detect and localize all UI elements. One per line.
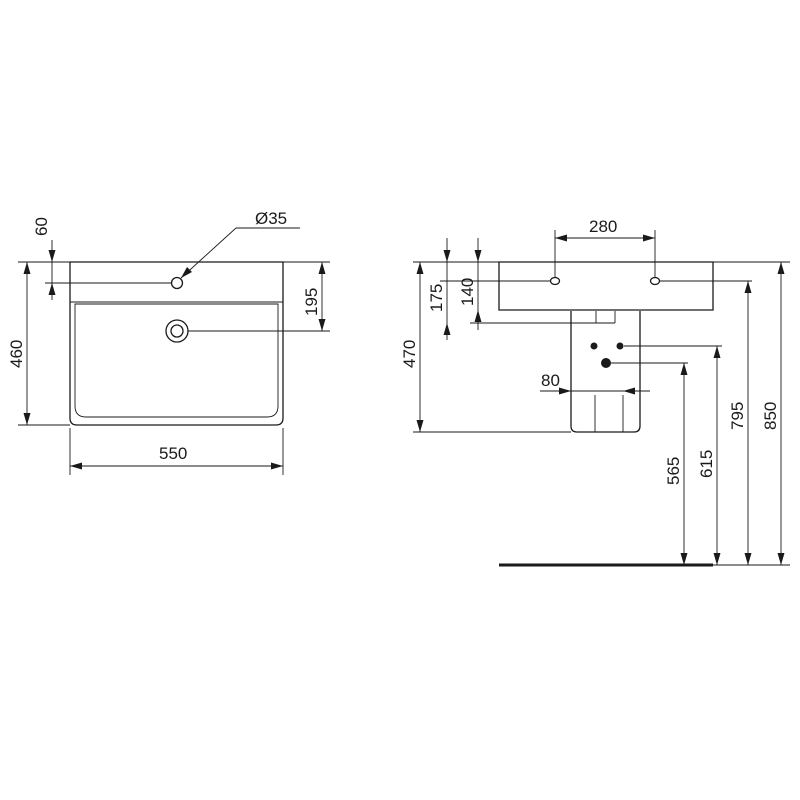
dim-795-label: 795 — [728, 402, 747, 430]
basin-outline — [69, 261, 284, 426]
inner-bowl — [74, 303, 279, 418]
pedestal — [570, 311, 641, 433]
tap-hole-right — [649, 276, 661, 286]
dim-795: 795 — [728, 281, 752, 565]
dim-460: 460 — [7, 262, 31, 425]
tap-hole-left — [549, 276, 561, 286]
dim-175: 175 — [427, 238, 451, 340]
dim-615-label: 615 — [697, 450, 716, 478]
dim-80: 80 — [540, 371, 650, 395]
dim-550-label: 550 — [159, 444, 187, 463]
dim-615: 615 — [697, 346, 721, 565]
basin-side-view — [498, 261, 714, 567]
dim-140: 140 — [458, 238, 482, 330]
dim-850: 850 — [761, 262, 785, 565]
dim-140-label: 140 — [458, 278, 477, 306]
outlet-hole-left — [590, 342, 598, 350]
dim-195: 195 — [302, 262, 326, 331]
dim-60-label: 60 — [32, 217, 51, 236]
dim-550: 550 — [70, 444, 283, 470]
drain-outlet — [601, 358, 611, 368]
basin-top-view — [69, 261, 284, 426]
drain-inner — [170, 324, 184, 338]
outlet-hole-right — [616, 342, 624, 350]
dim-diameter-label: Ø35 — [255, 209, 287, 228]
dim-80-label: 80 — [541, 371, 560, 390]
dim-460-label: 460 — [7, 340, 26, 368]
dim-470-label: 470 — [400, 340, 419, 368]
dim-195-label: 195 — [302, 288, 321, 316]
tap-hole — [170, 276, 184, 290]
basin-body — [498, 261, 714, 311]
dim-280-label: 280 — [589, 217, 617, 236]
dim-850-label: 850 — [761, 402, 780, 430]
dim-280: 280 — [555, 217, 655, 242]
side-view-extension-lines — [413, 230, 790, 566]
dim-565: 565 — [664, 363, 688, 565]
dim-565-label: 565 — [664, 457, 683, 485]
dim-diameter-35: Ø35 — [180, 209, 300, 279]
dim-175-label: 175 — [427, 284, 446, 312]
dim-60: 60 — [32, 217, 56, 300]
drain-outer — [165, 319, 189, 343]
dim-470: 470 — [400, 262, 424, 432]
